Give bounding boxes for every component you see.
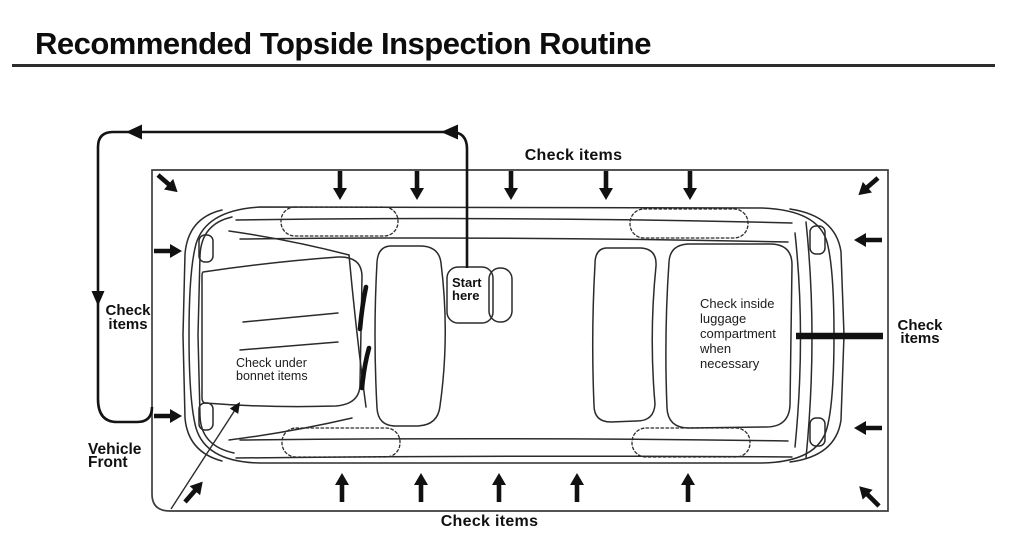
inspection-route-path (96, 130, 469, 424)
bonnet-crease (242, 312, 339, 323)
bonnet-outline (201, 256, 363, 408)
vehicle-top-view (182, 206, 845, 464)
vehicle-body-outline (188, 206, 835, 464)
tail-light (809, 225, 826, 255)
rear-crease (805, 221, 813, 459)
front-seats (374, 245, 446, 427)
check-items-label-top: Check items (524, 147, 623, 164)
bonnet-note: Check under bonnet items (236, 356, 308, 383)
gutter-line-top (239, 237, 789, 243)
wiper (359, 345, 372, 391)
start-here-console (488, 267, 513, 323)
tail-light (809, 417, 826, 447)
title-underline (12, 64, 995, 67)
bonnet-pointer-line (170, 409, 236, 510)
sill-marker-dashed (281, 427, 401, 458)
inspection-arrows (91, 124, 882, 508)
check-items-label-left: Check items (105, 302, 151, 333)
front-bumper (182, 209, 223, 462)
inspection-area-border (151, 169, 889, 512)
roof-line-top (235, 217, 793, 224)
luggage-compartment (665, 243, 793, 429)
sill-marker-dashed (629, 208, 749, 239)
wiper (357, 284, 369, 332)
start-here-label: Start here (452, 275, 482, 303)
bonnet-crease (239, 341, 339, 351)
sill-marker-dashed (631, 427, 751, 458)
vehicle-front-label: Vehicle Front (88, 441, 142, 471)
front-bumper-inner (197, 216, 235, 454)
check-items-label-bottom: Check items (440, 513, 539, 530)
rear-seat (591, 247, 657, 423)
check-items-label-right: Check items (897, 317, 943, 347)
rear-window (794, 232, 802, 448)
gutter-line-bottom (239, 437, 789, 442)
luggage-note: Check inside luggage compartment when ne… (700, 296, 776, 371)
a-pillar-top (228, 230, 350, 256)
page-title: Recommended Topside Inspection Routine (35, 26, 652, 61)
sill-marker-dashed (280, 206, 399, 237)
sill-markers (280, 206, 751, 458)
start-here-box (446, 266, 494, 324)
a-pillar-bottom (228, 417, 353, 441)
headlight (198, 234, 214, 263)
